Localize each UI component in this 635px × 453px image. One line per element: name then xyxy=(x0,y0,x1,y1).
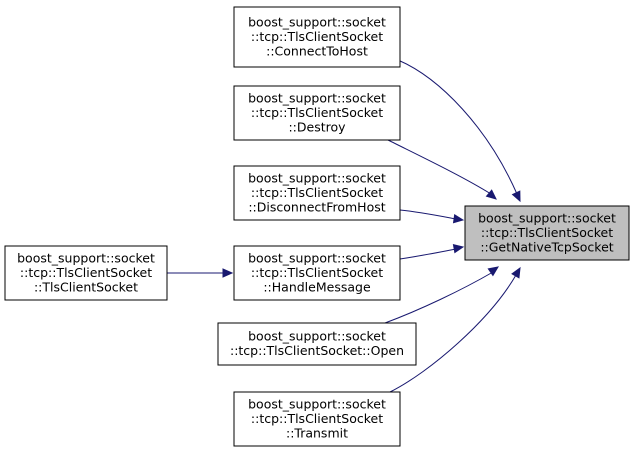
edge-line xyxy=(399,209,457,220)
node-box xyxy=(233,85,401,141)
node-label-line: ::tcp::TlsClientSocket xyxy=(251,185,383,200)
node-open[interactable]: boost_support::socket::tcp::TlsClientSoc… xyxy=(217,322,417,366)
node-label-line: ::tcp::TlsClientSocket xyxy=(251,265,383,280)
node-label-line: boost_support::socket xyxy=(248,329,386,344)
node-label-line: ::tcp::TlsClientSocket::Open xyxy=(230,343,404,358)
edge-open-to-native xyxy=(384,266,500,324)
nodes-layer: boost_support::socket::tcp::TlsClientSoc… xyxy=(4,6,630,447)
node-box xyxy=(233,165,401,221)
node-handle[interactable]: boost_support::socket::tcp::TlsClientSoc… xyxy=(233,245,401,301)
node-label-line: ::TlsClientSocket xyxy=(34,279,138,294)
node-label-line: boost_support::socket xyxy=(248,14,386,29)
node-label-line: boost_support::socket xyxy=(248,250,386,265)
node-label-line: boost_support::socket xyxy=(478,210,616,225)
edge-disconnect-to-native xyxy=(399,209,465,224)
node-label-line: ::tcp::TlsClientSocket xyxy=(481,225,613,240)
node-ctor[interactable]: boost_support::socket::tcp::TlsClientSoc… xyxy=(4,245,168,301)
node-label-line: boost_support::socket xyxy=(248,396,386,411)
arrowhead-icon xyxy=(485,189,497,200)
node-connect[interactable]: boost_support::socket::tcp::TlsClientSoc… xyxy=(233,6,401,68)
node-box xyxy=(233,245,401,301)
arrowhead-icon xyxy=(511,190,521,203)
node-label-line: boost_support::socket xyxy=(17,250,155,265)
edge-line xyxy=(387,139,492,195)
node-box xyxy=(4,245,168,301)
edge-destroy-to-native xyxy=(387,139,497,200)
node-label-line: boost_support::socket xyxy=(248,170,386,185)
node-label-line: ::ConnectToHost xyxy=(266,43,368,58)
node-label-line: ::Transmit xyxy=(286,425,348,440)
arrowhead-icon xyxy=(452,243,465,254)
node-box xyxy=(217,322,417,366)
edges-layer xyxy=(167,59,521,393)
node-destroy[interactable]: boost_support::socket::tcp::TlsClientSoc… xyxy=(233,85,401,141)
arrowhead-icon xyxy=(511,266,521,279)
node-label-line: ::tcp::TlsClientSocket xyxy=(20,265,152,280)
edge-handle-to-native xyxy=(399,243,465,260)
edge-line xyxy=(389,274,517,393)
edge-transmit-to-native xyxy=(389,266,521,393)
node-label-line: ::tcp::TlsClientSocket xyxy=(251,105,383,120)
edge-ctor-to-handle xyxy=(167,268,234,278)
focus-node-box xyxy=(464,205,630,261)
node-box xyxy=(233,6,401,68)
node-transmit[interactable]: boost_support::socket::tcp::TlsClientSoc… xyxy=(233,391,401,447)
node-label-line: boost_support::socket xyxy=(248,90,386,105)
node-label-line: ::GetNativeTcpSocket xyxy=(480,239,613,254)
node-native: boost_support::socket::tcp::TlsClientSoc… xyxy=(464,205,630,261)
edge-connect-to-native xyxy=(397,59,521,203)
arrowhead-icon xyxy=(222,268,234,278)
node-label-line: ::tcp::TlsClientSocket xyxy=(251,411,383,426)
node-disconnect[interactable]: boost_support::socket::tcp::TlsClientSoc… xyxy=(233,165,401,221)
node-label-line: ::Destroy xyxy=(288,119,346,134)
arrowhead-icon xyxy=(487,266,500,277)
arrowhead-icon xyxy=(452,213,465,224)
node-label-line: ::tcp::TlsClientSocket xyxy=(251,29,383,44)
node-label-line: ::HandleMessage xyxy=(263,279,371,294)
edge-line xyxy=(397,59,518,195)
edge-line xyxy=(384,271,494,324)
node-box xyxy=(233,391,401,447)
node-label-line: ::DisconnectFromHost xyxy=(248,199,385,214)
edge-line xyxy=(399,248,457,260)
